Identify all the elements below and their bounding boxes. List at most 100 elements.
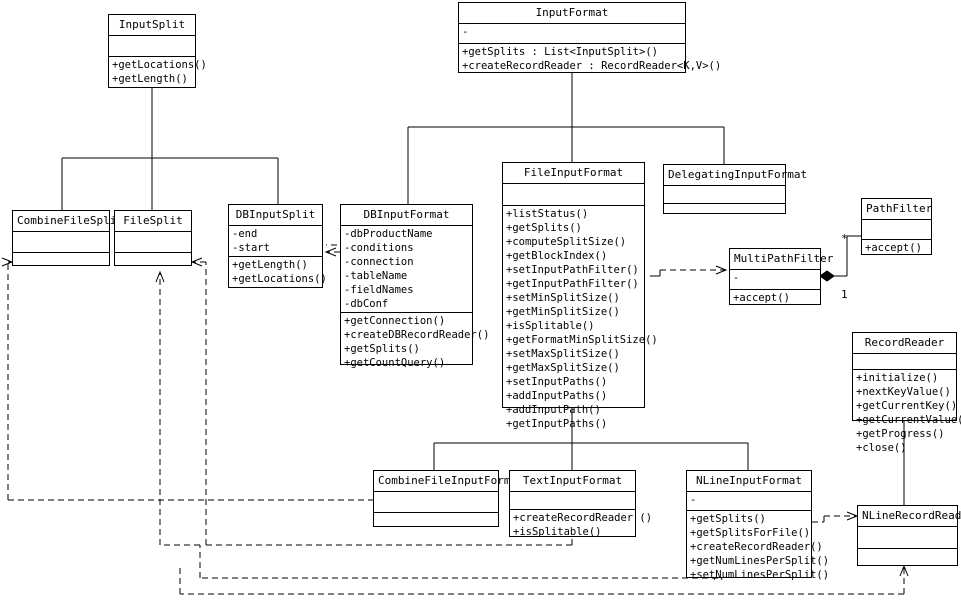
operation: +computeSplitSize() — [506, 236, 627, 248]
operation: +createDBRecordReader() — [344, 329, 490, 341]
class-attributes — [13, 232, 109, 253]
class-name: CombineFileSplit — [13, 211, 123, 232]
operation: +setMinSplitSize() — [506, 292, 620, 304]
class-MultiPathFilter[interactable]: MultiPathFilter - +accept() — [729, 248, 833, 306]
operation: +getSplitsForFile() — [690, 527, 811, 539]
class-operations — [374, 513, 498, 533]
dependency-combinefileinputformat-combinefilesplit — [8, 262, 374, 501]
class-attributes: - — [730, 270, 820, 290]
class-CombineFileSplit[interactable]: CombineFileSplit — [12, 210, 123, 266]
class-attributes: - — [687, 492, 811, 511]
class-DBInputFormat[interactable]: DBInputFormat -dbProductName -conditions… — [340, 204, 489, 369]
class-name: NLineRecordReader — [858, 506, 961, 527]
operation: +getLocations() — [112, 59, 207, 71]
class-operations: +listStatus() +getSplits() +computeSplit… — [503, 206, 658, 432]
operation: +addInputPath() — [506, 404, 601, 416]
class-attributes — [510, 492, 635, 510]
class-PathFilter[interactable]: PathFilter +accept() — [861, 198, 932, 255]
operation: +addInputPaths() — [506, 390, 608, 402]
operation: +close() — [856, 442, 907, 454]
attribute: -end — [232, 228, 258, 240]
operation: +getProgress() — [856, 428, 945, 440]
operation: +getMinSplitSize() — [506, 306, 620, 318]
operation: +setInputPaths() — [506, 376, 608, 388]
class-InputSplit[interactable]: InputSplit +getLocations() +getLength() — [108, 14, 207, 88]
operation: +getBlockIndex() — [506, 250, 608, 262]
attribute: -tableName — [344, 270, 408, 282]
class-NLineRecordReader[interactable]: NLineRecordReader — [857, 505, 961, 566]
operation: +setNumLinesPerSplit() — [690, 569, 830, 581]
class-operations: +accept() — [862, 240, 931, 256]
class-attributes: -end -start — [229, 226, 322, 257]
class-operations: +getLength() +getLocations() — [229, 257, 327, 287]
class-operations — [664, 204, 785, 221]
class-name: MultiPathFilter — [730, 249, 833, 270]
dependency-nlineinputformat-nlinerecordreader — [812, 516, 857, 523]
class-operations: +getSplits() +getSplitsForFile() +create… — [687, 511, 830, 583]
operation: +getLength() — [232, 259, 308, 271]
operation: +setMaxSplitSize() — [506, 348, 620, 360]
operation: +getCurrentKey() — [856, 400, 958, 412]
class-RecordReader[interactable]: RecordReader +initialize() +nextKeyValue… — [852, 332, 961, 454]
class-operations: +accept() — [730, 290, 820, 306]
operation: +getSplits() — [506, 222, 582, 234]
class-operations — [115, 253, 191, 273]
operation: +listStatus() — [506, 208, 589, 220]
attribute: -conditions — [344, 242, 414, 254]
operation: +getInputPathFilter() — [506, 278, 639, 290]
class-operations: +getLocations() +getLength() — [109, 57, 207, 87]
operation: +getFormatMinSplitSize() — [506, 334, 658, 346]
class-name: InputSplit — [109, 15, 195, 36]
attribute: -fieldNames — [344, 284, 414, 296]
operation: +setInputPathFilter() — [506, 264, 639, 276]
attribute: -connection — [344, 256, 414, 268]
class-operations: +getSplits : List<InputSplit>() +createR… — [459, 44, 722, 74]
class-name: CombineFileInputFormat — [374, 471, 524, 492]
class-attributes: -dbProductName -conditions -connection -… — [341, 226, 472, 313]
class-attributes — [374, 492, 498, 513]
dependency-fileinputformat-multipathfilter — [650, 270, 726, 277]
class-name: InputFormat — [459, 3, 685, 24]
operation: +createRecordReader () — [513, 512, 653, 524]
class-TextInputFormat[interactable]: TextInputFormat +createRecordReader () +… — [509, 470, 653, 540]
class-name: RecordReader — [853, 333, 956, 354]
operation: +getConnection() — [344, 315, 446, 327]
class-DBInputSplit[interactable]: DBInputSplit -end -start +getLength() +g… — [228, 204, 327, 288]
class-NLineInputFormat[interactable]: NLineInputFormat - +getSplits() +getSpli… — [686, 470, 829, 581]
class-name: FileInputFormat — [503, 163, 644, 184]
attribute: -start — [232, 242, 270, 254]
operation: +accept() — [865, 242, 922, 254]
class-attributes — [858, 527, 957, 549]
generalization-inputsplit — [61, 88, 279, 210]
operation: +getMaxSplitSize() — [506, 362, 620, 374]
class-FileInputFormat[interactable]: FileInputFormat +listStatus() +getSplits… — [502, 162, 658, 430]
operation: +getSplits() — [690, 513, 766, 525]
operation: +getSplits() — [344, 343, 420, 355]
operation: +initialize() — [856, 372, 939, 384]
multiplicity-many: * — [841, 232, 848, 245]
operation: +getLocations() — [232, 273, 327, 285]
class-name: DelegatingInputFormat — [664, 165, 807, 186]
attribute: - — [733, 272, 740, 284]
class-operations: +getConnection() +createDBRecordReader()… — [341, 313, 490, 371]
operation: +nextKeyValue() — [856, 386, 951, 398]
class-attributes: - — [459, 24, 685, 44]
class-name: PathFilter — [862, 199, 932, 220]
class-FileSplit[interactable]: FileSplit — [114, 210, 192, 266]
class-operations: +createRecordReader () +isSplitable() — [510, 510, 653, 540]
multiplicity-one: 1 — [841, 288, 848, 301]
class-CombineFileInputFormat[interactable]: CombineFileInputFormat — [373, 470, 524, 527]
class-InputFormat[interactable]: InputFormat - +getSplits : List<InputSpl… — [458, 2, 722, 74]
class-operations — [858, 549, 957, 570]
operation: +isSplitable() — [506, 320, 595, 332]
attribute: - — [462, 26, 469, 38]
operation: +getLength() — [112, 73, 188, 85]
operation: +isSplitable() — [513, 526, 602, 538]
class-attributes — [115, 232, 191, 253]
operation: +getCurrentValue() — [856, 414, 961, 426]
operation: +getInputPaths() — [506, 418, 608, 430]
operation: +createRecordReader : RecordReader<K,V>(… — [462, 60, 722, 72]
class-DelegatingInputFormat[interactable]: DelegatingInputFormat — [663, 164, 807, 214]
class-operations: +initialize() +nextKeyValue() +getCurren… — [853, 370, 961, 456]
